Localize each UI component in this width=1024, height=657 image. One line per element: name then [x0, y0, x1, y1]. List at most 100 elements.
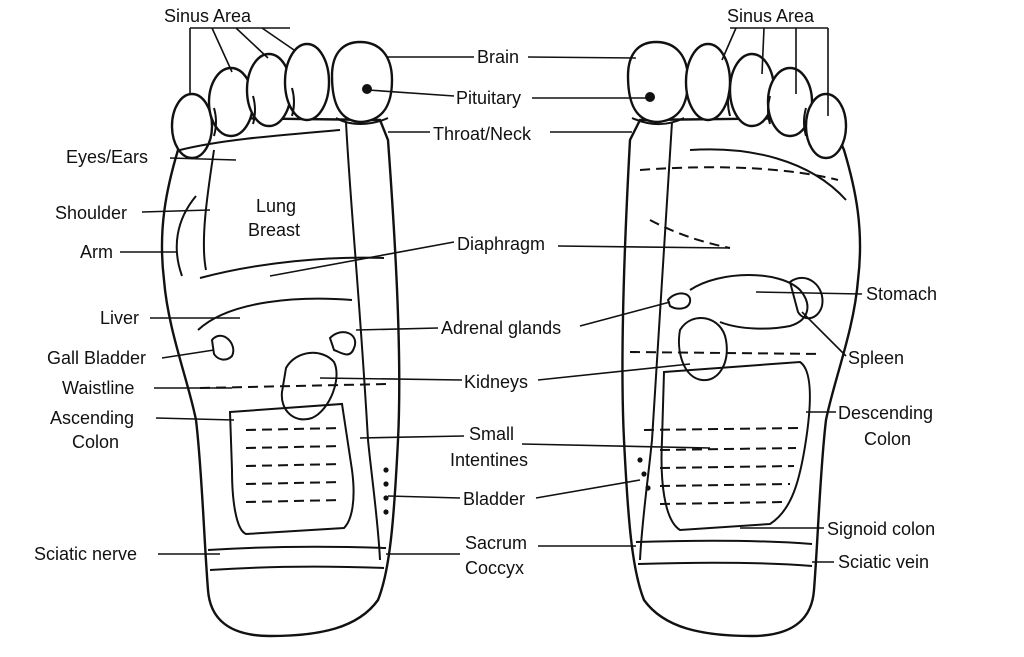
right-bladder-dot-3	[645, 485, 651, 491]
left-bladder-dot-4	[383, 509, 389, 515]
leader-brain-right	[527, 56, 637, 59]
label-ascending: Ascending	[50, 408, 134, 428]
right-foot	[621, 40, 862, 638]
left-intestine-dash-1	[245, 427, 343, 431]
right-toe-mark-2	[767, 95, 771, 125]
right-intestine-dash-4	[659, 483, 791, 487]
labels-center: Brain Pituitary Throat/Neck Diaphragm Ad…	[433, 47, 561, 578]
label-signoid-colon: Signoid colon	[827, 519, 935, 539]
right-intestine-dash-2	[659, 447, 797, 451]
label-coccyx: Coccyx	[465, 558, 524, 578]
left-arm-band	[175, 195, 197, 277]
labels-right: Sinus Area Stomach Spleen Descending Col…	[727, 6, 937, 572]
left-pituitary-dot	[362, 84, 372, 94]
left-toe-mark-2	[252, 95, 256, 125]
label-bladder: Bladder	[463, 489, 525, 509]
left-toe-mark-3	[291, 87, 295, 117]
left-colon-outline	[228, 402, 355, 536]
right-pituitary-dot	[645, 92, 655, 102]
right-throat-band	[631, 117, 685, 125]
leader-ascending	[155, 417, 235, 421]
leader-diaphragm-left	[269, 241, 455, 277]
right-spine-strip	[639, 121, 673, 561]
leader-bladder-left	[387, 495, 461, 499]
leader-kidneys-right	[537, 363, 691, 381]
right-stomach-outline	[689, 274, 809, 330]
leader-kidneys-left	[319, 377, 463, 381]
leader-shoulder	[141, 209, 211, 213]
label-sacrum: Sacrum	[465, 533, 527, 553]
label-descending: Descending	[838, 403, 933, 423]
label-shoulder: Shoulder	[55, 203, 127, 223]
left-kidney-shape	[280, 351, 338, 421]
left-intestine-dash-5	[245, 499, 343, 503]
leader-eyes-ears	[169, 157, 237, 161]
left-throat-band	[335, 117, 389, 125]
label-brain: Brain	[477, 47, 519, 67]
left-foot-outline	[160, 116, 401, 638]
leader-diaphragm-right	[557, 245, 731, 249]
label-adrenal-glands: Adrenal glands	[441, 318, 561, 338]
label-spleen: Spleen	[848, 348, 904, 368]
label-right-sinus-area: Sinus Area	[727, 6, 815, 26]
right-chest-band	[689, 148, 847, 201]
left-bladder-dot-3	[383, 495, 389, 501]
left-foot	[160, 40, 401, 638]
left-bladder-dot-2	[383, 481, 389, 487]
leader-spleen	[801, 311, 847, 357]
leader-bladder-right	[535, 479, 641, 499]
label-descending-colon: Colon	[864, 429, 911, 449]
right-sciatic-band-2	[637, 561, 813, 567]
left-sciatic-band-2	[209, 565, 385, 571]
label-small: Small	[469, 424, 514, 444]
right-toe-mark-1	[727, 87, 731, 117]
label-waistline: Waistline	[62, 378, 134, 398]
leader-lines	[120, 27, 863, 563]
leader-right-sinus	[721, 27, 829, 116]
left-liver-outline	[197, 297, 353, 331]
right-spleen-shape	[788, 276, 824, 320]
label-sciatic-nerve: Sciatic nerve	[34, 544, 137, 564]
right-diaphragm-dash	[649, 219, 731, 249]
leader-stomach	[755, 291, 863, 295]
label-liver: Liver	[100, 308, 139, 328]
right-toe-pinky	[804, 92, 848, 160]
leader-left-sinus	[189, 27, 295, 94]
left-intestine-dash-3	[245, 463, 343, 467]
right-foot-outline	[621, 116, 862, 638]
left-bladder-dot-1	[383, 467, 389, 473]
leader-small-right	[521, 443, 711, 449]
right-kidney-shape	[678, 317, 728, 382]
left-adrenal-shape	[328, 331, 357, 356]
label-gall-bladder: Gall Bladder	[47, 348, 146, 368]
leader-gall	[161, 349, 215, 359]
label-pituitary: Pituitary	[456, 88, 521, 108]
left-sciatic-band-1	[207, 545, 387, 551]
leader-pituitary-left	[367, 89, 455, 97]
label-throat-neck: Throat/Neck	[433, 124, 532, 144]
right-intestine-dash-1	[643, 427, 801, 431]
left-intestine-dash-2	[245, 445, 343, 449]
leader-small-left	[359, 435, 465, 439]
right-intestine-dash-5	[659, 501, 785, 505]
right-bladder-dot-1	[637, 457, 643, 463]
label-diaphragm: Diaphragm	[457, 234, 545, 254]
label-arm: Arm	[80, 242, 113, 262]
left-toe-big	[330, 40, 394, 124]
label-left-sinus-area: Sinus Area	[164, 6, 252, 26]
right-bladder-dot-2	[641, 471, 647, 477]
label-intentines: Intentines	[450, 450, 528, 470]
left-shoulder-band	[202, 149, 215, 271]
label-ascending-colon: Colon	[72, 432, 119, 452]
left-toe-pinky	[170, 92, 214, 160]
right-toe-big	[626, 40, 690, 124]
right-adrenal-shape	[666, 292, 692, 310]
label-eyes-ears: Eyes/Ears	[66, 147, 148, 167]
right-upper-dash	[639, 166, 839, 181]
left-gall-bladder-shape	[210, 334, 235, 361]
label-kidneys: Kidneys	[464, 372, 528, 392]
labels-left: Sinus Area Eyes/Ears Shoulder Arm Lung B…	[34, 6, 300, 564]
left-intestine-dash-4	[245, 481, 343, 485]
